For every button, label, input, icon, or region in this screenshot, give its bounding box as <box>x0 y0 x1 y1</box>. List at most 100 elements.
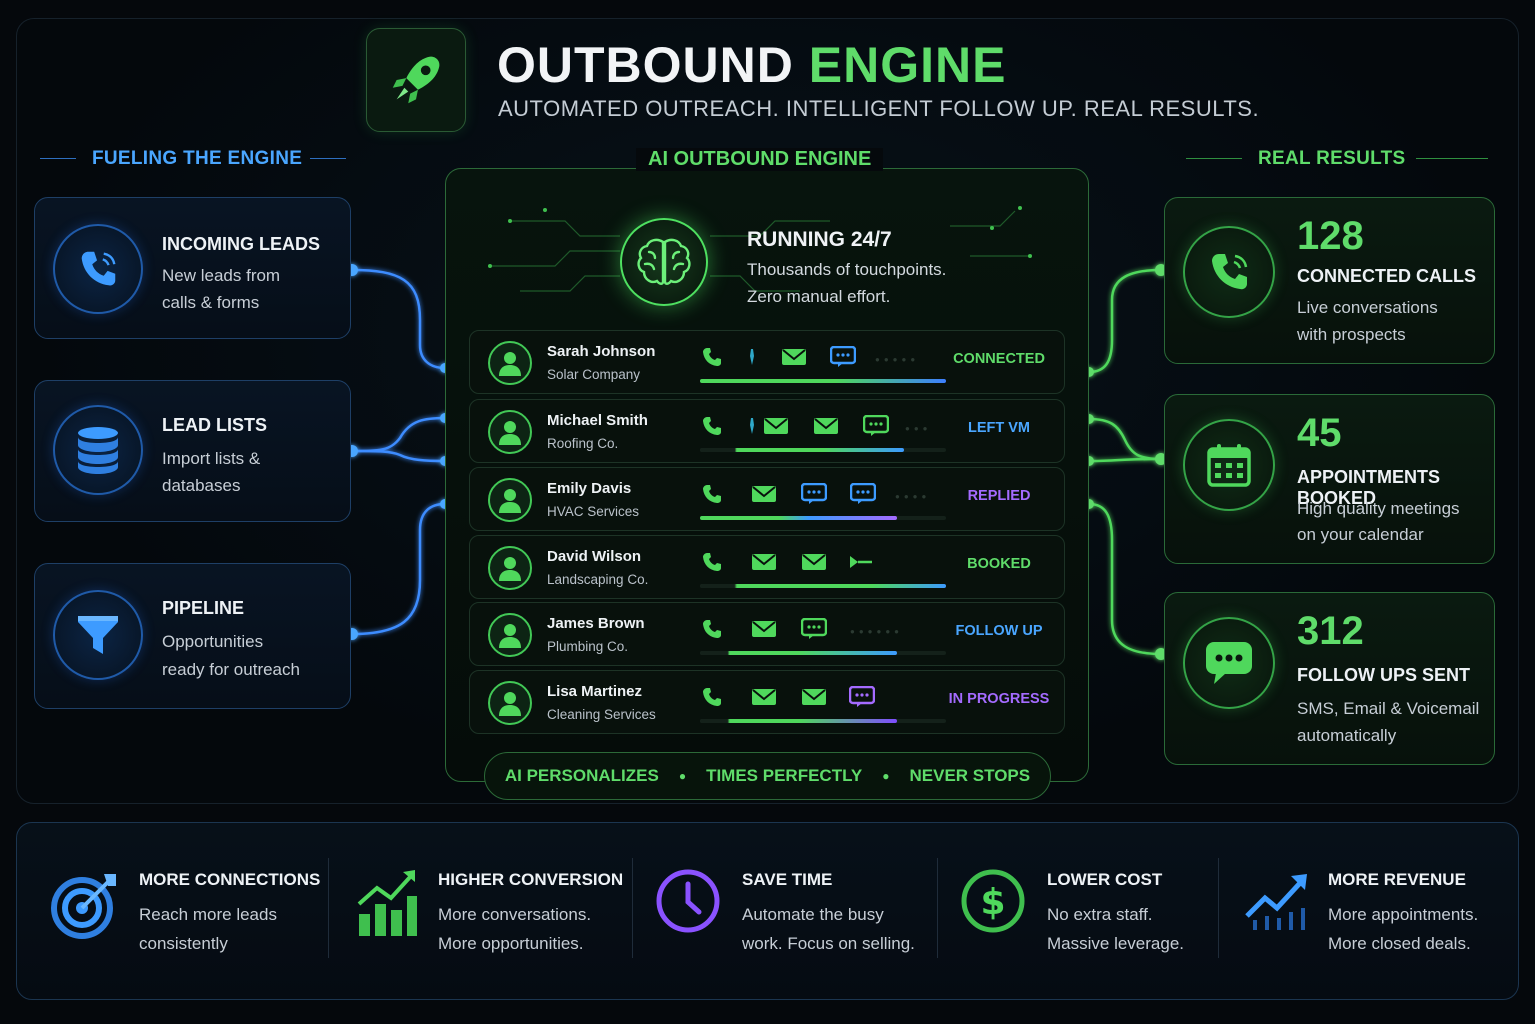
email-icon <box>762 414 790 438</box>
benefit-desc-line2: More closed deals. <box>1328 934 1471 953</box>
wire-appointments-a <box>1088 417 1162 461</box>
benefit-divider <box>937 858 938 958</box>
dollar-icon: $ <box>961 869 1025 933</box>
progress-fill <box>700 719 897 723</box>
benefit-desc-line1: Reach more leads <box>139 905 277 924</box>
lead-row[interactable]: Sarah Johnson Solar Company ●●●●● CONNEC… <box>469 330 1065 394</box>
lead-lists-icon-circle <box>53 405 143 495</box>
feature-timing: TIMES PERFECTLY <box>706 766 863 785</box>
left-header-line-b <box>310 158 346 159</box>
result-value: 45 <box>1297 411 1342 455</box>
right-header-line-a <box>1186 158 1242 159</box>
wire-follow-ups <box>1088 502 1162 656</box>
page-title: OUTBOUND ENGINE <box>497 36 1006 94</box>
result-desc-line2: automatically <box>1297 726 1397 745</box>
pending-dots: ●●●●● <box>875 355 920 364</box>
booked-arrow-icon <box>848 550 876 574</box>
section-header-results: REAL RESULTS <box>1258 148 1406 169</box>
input-card-lead-lists: LEAD LISTS Import lists & databases <box>34 380 351 522</box>
benefit-more-connections: MORE CONNECTIONS Reach more leads consis… <box>50 860 325 960</box>
lead-row[interactable]: Lisa Martinez Cleaning Services IN PROGR… <box>469 670 1065 734</box>
wire-pipeline <box>351 502 446 636</box>
sms-icon <box>800 482 828 506</box>
pending-dots: ●●●●●● <box>850 627 903 636</box>
status-badge: LEFT VM <box>967 420 1031 436</box>
result-desc-line1: SMS, Email & Voicemail <box>1297 699 1480 718</box>
status-badge: FOLLOW UP <box>955 623 1043 639</box>
phone-icon <box>81 251 116 286</box>
running-desc-line1: Thousands of touchpoints. <box>747 260 947 279</box>
running-title: RUNNING 24/7 <box>747 228 892 251</box>
avatar <box>488 613 532 657</box>
benefit-desc-line1: More appointments. <box>1328 905 1479 924</box>
avatar <box>488 341 532 385</box>
growth-chart-icon <box>357 870 417 936</box>
target-icon <box>51 874 116 939</box>
lead-row[interactable]: James Brown Plumbing Co. ●●●●●● FOLLOW U… <box>469 602 1065 666</box>
calendar-icon <box>1207 444 1251 487</box>
progress-fill <box>700 584 946 588</box>
incoming-leads-icon-circle <box>53 224 143 314</box>
right-header-line-b <box>1416 158 1488 159</box>
lead-name: David Wilson <box>547 548 642 565</box>
benefit-desc-line2: consistently <box>139 934 228 953</box>
call-icon <box>698 550 726 574</box>
lead-row[interactable]: Michael Smith Roofing Co. ●●● LEFT VM <box>469 399 1065 463</box>
progress-fill <box>700 448 905 452</box>
user-icon <box>499 489 521 513</box>
svg-text:$: $ <box>980 882 1005 923</box>
call-icon <box>698 482 726 506</box>
lead-name: Emily Davis <box>547 480 632 497</box>
call-icon <box>698 414 726 438</box>
benefit-divider <box>632 858 633 958</box>
lead-company: Cleaning Services <box>547 707 656 722</box>
connected-calls-icon-circle <box>1183 226 1275 318</box>
input-desc-line1: Opportunities <box>162 632 264 651</box>
section-header-inputs: FUELING THE ENGINE <box>92 148 303 169</box>
pipeline-icon-circle <box>53 590 143 680</box>
trend-up-icon <box>1245 874 1307 930</box>
result-title: CONNECTED CALLS <box>1297 266 1476 286</box>
result-card-connected-calls: 128 CONNECTED CALLS Live conversations w… <box>1164 197 1495 364</box>
sms-icon <box>829 345 857 369</box>
result-desc-line1: High quality meetings <box>1297 499 1460 518</box>
user-icon <box>499 421 521 445</box>
benefits-panel <box>16 822 1519 1000</box>
input-title: PIPELINE <box>162 598 245 618</box>
sms-icon <box>800 617 828 641</box>
call-icon <box>698 345 726 369</box>
benefit-higher-conversion: HIGHER CONVERSION More conversations. Mo… <box>355 860 630 960</box>
lead-company: Solar Company <box>547 367 641 382</box>
benefit-title: SAVE TIME <box>742 870 833 889</box>
avatar <box>488 681 532 725</box>
email-icon <box>800 685 828 709</box>
lead-company: Landscaping Co. <box>547 572 649 587</box>
clock-icon <box>656 869 720 933</box>
benefit-desc-line1: Automate the busy <box>742 905 884 924</box>
email-icon <box>812 414 840 438</box>
benefit-title: HIGHER CONVERSION <box>438 870 624 889</box>
email-icon <box>750 482 778 506</box>
lead-row[interactable]: David Wilson Landscaping Co. BOOKED <box>469 535 1065 599</box>
benefit-title: MORE REVENUE <box>1328 870 1466 889</box>
appointments-icon-circle <box>1183 419 1275 511</box>
benefit-desc-line2: Massive leverage. <box>1047 934 1185 953</box>
bullet-separator: ● <box>882 769 890 783</box>
progress-track <box>700 719 946 723</box>
input-desc-line2: databases <box>162 476 241 495</box>
wire-lead-lists-a <box>351 416 446 453</box>
wire-lead-lists-b <box>351 449 446 463</box>
page-subtitle: AUTOMATED OUTREACH. INTELLIGENT FOLLOW U… <box>498 96 1260 121</box>
circuit-decoration <box>488 206 1032 292</box>
input-card-pipeline: PIPELINE Opportunities ready for outreac… <box>34 563 351 709</box>
wire-incoming-leads <box>351 268 446 370</box>
lead-name: Sarah Johnson <box>547 343 656 360</box>
progress-fill <box>700 651 897 655</box>
progress-track <box>700 584 946 588</box>
lead-row[interactable]: Emily Davis HVAC Services ●●●● REPLIED <box>469 467 1065 531</box>
call-icon <box>698 685 726 709</box>
pending-dots: ●●● <box>905 424 932 433</box>
email-icon <box>780 345 808 369</box>
funnel-icon <box>78 616 118 654</box>
email-icon <box>750 685 778 709</box>
